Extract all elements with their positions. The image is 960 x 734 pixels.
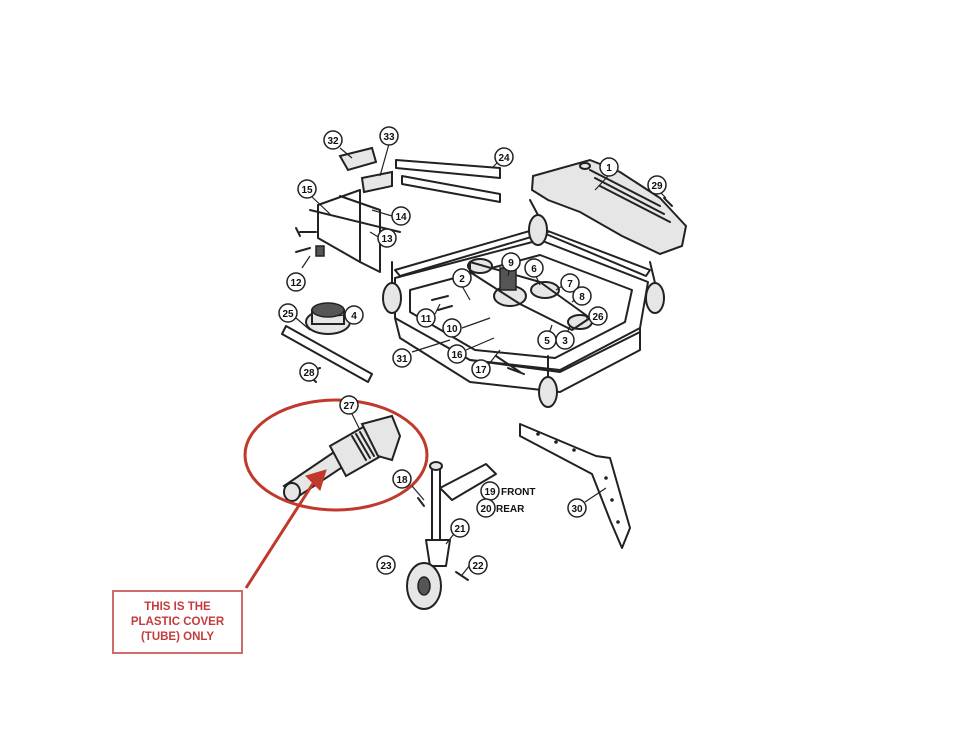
callout-11: 11	[416, 308, 436, 328]
callout-33: 33	[379, 126, 399, 146]
svg-text:11: 11	[421, 314, 432, 325]
callout-4: 4	[344, 305, 364, 325]
callout-6: 6	[524, 258, 544, 278]
highlight-callout	[243, 398, 429, 589]
callout-21: 21	[450, 518, 470, 538]
svg-text:31: 31	[396, 354, 408, 365]
callout-13: 13	[377, 228, 397, 248]
svg-text:16: 16	[451, 350, 463, 361]
callout-23: 23	[376, 555, 396, 575]
svg-text:FRONT: FRONT	[501, 487, 535, 498]
svg-text:9: 9	[508, 258, 514, 269]
callout-10: 10	[442, 318, 462, 338]
plastic-cover-note: THIS IS THE PLASTIC COVER (TUBE) ONLY	[112, 590, 243, 654]
callout-3: 3	[555, 330, 575, 350]
callout-28: 28	[299, 362, 319, 382]
callout-15: 15	[297, 179, 317, 199]
svg-text:21: 21	[454, 524, 466, 535]
svg-text:23: 23	[380, 561, 392, 572]
svg-text:27: 27	[343, 401, 355, 412]
svg-text:19: 19	[484, 487, 496, 498]
svg-text:22: 22	[472, 561, 484, 572]
note-line-1: THIS IS THE	[144, 600, 211, 613]
svg-text:29: 29	[651, 181, 663, 192]
rear-caster-arm	[406, 461, 497, 610]
svg-text:REAR: REAR	[496, 504, 525, 515]
callout-30: 30	[567, 498, 587, 518]
svg-text:20: 20	[480, 504, 492, 515]
svg-text:1: 1	[606, 163, 612, 174]
callout-16: 16	[447, 344, 467, 364]
svg-text:3: 3	[562, 336, 568, 347]
callout-22: 22	[468, 555, 488, 575]
callout-14: 14	[391, 206, 411, 226]
svg-text:18: 18	[396, 475, 408, 486]
svg-text:10: 10	[446, 324, 458, 335]
svg-text:24: 24	[498, 153, 510, 164]
callout-12: 12	[286, 272, 306, 292]
callout-26: 26	[588, 306, 608, 326]
svg-text:28: 28	[303, 368, 315, 379]
callout-27: 27	[339, 395, 359, 415]
callout-32: 32	[323, 130, 343, 150]
svg-text:4: 4	[351, 311, 357, 322]
svg-text:2: 2	[459, 274, 465, 285]
note-line-2: PLASTIC COVER	[130, 615, 225, 628]
callout-5: 5	[537, 330, 557, 350]
svg-text:6: 6	[531, 264, 537, 275]
drive-shaft	[282, 414, 402, 502]
callout-24: 24	[494, 147, 514, 167]
note-line-3: (TUBE) ONLY	[140, 630, 215, 643]
pulley-assembly	[467, 258, 593, 331]
callout-20: 20 REAR	[476, 498, 525, 518]
svg-text:5: 5	[544, 336, 550, 347]
svg-text:13: 13	[381, 234, 393, 245]
flat-bar	[519, 423, 631, 549]
svg-text:7: 7	[567, 279, 573, 290]
svg-text:15: 15	[301, 185, 313, 196]
hitch-plates	[338, 146, 501, 203]
callout-8: 8	[572, 286, 592, 306]
callout-1: 1	[599, 157, 619, 177]
callout-29: 29	[647, 175, 667, 195]
svg-text:14: 14	[395, 212, 407, 223]
svg-text:26: 26	[592, 312, 604, 323]
callout-19: 19 FRONT	[480, 481, 535, 501]
hardware	[295, 197, 673, 375]
callout-31: 31	[392, 348, 412, 368]
callout-17: 17	[471, 359, 491, 379]
svg-text:12: 12	[290, 278, 302, 289]
deck-wheels	[382, 199, 665, 408]
callout-7: 7	[560, 273, 580, 293]
callout-bubbles: 1 2 3 4 5 6 7 8 9 10 11 12 13 14 15 16 1…	[278, 126, 667, 575]
svg-text:30: 30	[571, 504, 583, 515]
svg-text:8: 8	[579, 292, 585, 303]
svg-text:32: 32	[327, 136, 339, 147]
callout-18: 18	[392, 469, 412, 489]
svg-text:17: 17	[475, 365, 487, 376]
svg-text:33: 33	[383, 132, 395, 143]
callout-9: 9	[501, 252, 521, 272]
callout-2: 2	[452, 268, 472, 288]
mower-deck	[394, 227, 651, 393]
svg-text:25: 25	[282, 309, 294, 320]
callout-25: 25	[278, 303, 298, 323]
